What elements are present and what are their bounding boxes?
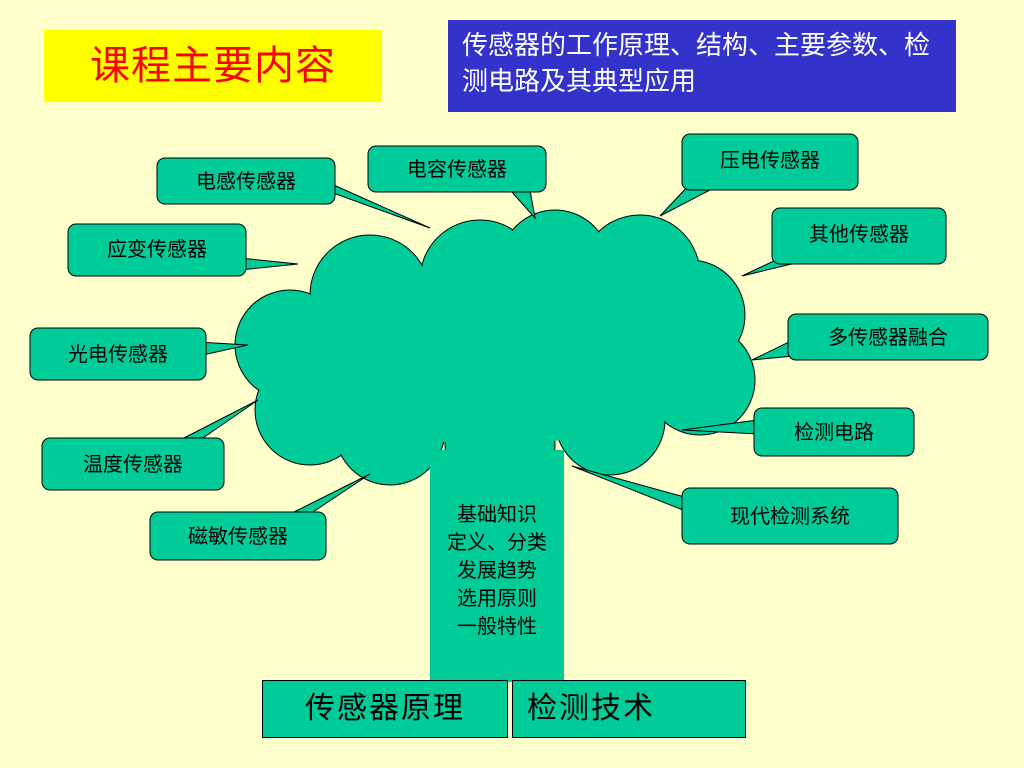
trunk-line: 基础知识 [457,502,537,526]
callout-capacitive [367,145,547,220]
callout-magnetic [149,473,371,561]
trunk-line: 选用原则 [457,586,537,610]
callouts [29,133,989,561]
cloud-fill [236,211,754,510]
callout-other [741,207,947,277]
callout-modern [571,465,899,545]
callout-temperature [41,399,259,491]
trunk-line: 发展趋势 [457,558,537,582]
callout-circuit [681,407,915,457]
trunk-text: 基础知识 定义、分类 发展趋势 选用原则 一般特性 [430,500,564,640]
bottom-box-principles: 传感器原理 [262,680,508,738]
callout-fusion [751,313,989,361]
callout-strain [67,223,299,277]
callout-piezo [659,133,859,217]
bottom-box-detection: 检测技术 [512,680,746,738]
trunk-line: 定义、分类 [447,530,547,554]
callout-photoelectric [29,327,249,381]
slide-title: 课程主要内容 [44,30,382,102]
trunk-line: 一般特性 [457,614,537,638]
callout-inductive [156,157,431,229]
course-summary: 传感器的工作原理、结构、主要参数、检测电路及其典型应用 [448,20,956,112]
